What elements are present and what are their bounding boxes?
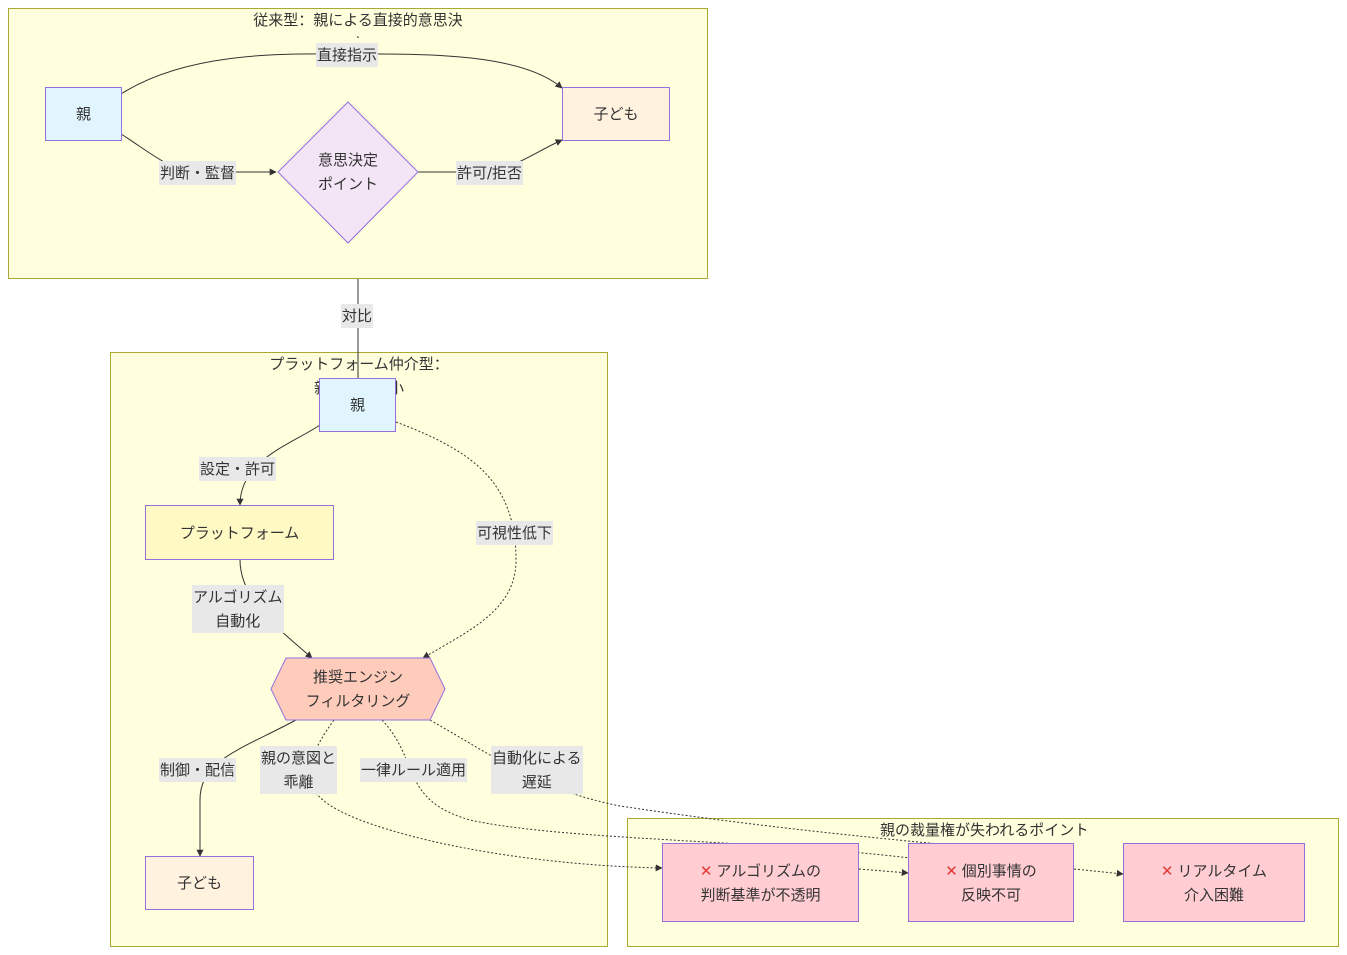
edge-label-gap-line2: 乖離 (283, 773, 314, 791)
loss-point-individual-line2: 反映不可 (960, 885, 1021, 904)
platform-child-node: 子ども (145, 856, 254, 910)
engine-line1: 推奨エンジン (312, 668, 403, 686)
edge-uniform (381, 719, 911, 859)
platform-parent-node: 親 (319, 378, 396, 432)
edge-label-algo: アルゴリズム 自動化 (192, 585, 284, 633)
edge-label-direct: 直接指示 (316, 43, 379, 67)
engine-hexagon (270, 657, 446, 721)
decision-diamond (277, 101, 419, 244)
edge-label-algo-line2: 自動化 (215, 612, 261, 630)
loss-point-opaque-line2: 判断基準が不透明 (700, 885, 821, 904)
recommendation-engine-node: 推奨エンジン フィルタリング (286, 662, 430, 716)
loss-point-opaque-line1: ✕アルゴリズムの (699, 861, 822, 880)
decision-line2: ポイント (317, 175, 378, 193)
loss-point-realtime-line1: ✕リアルタイム (1160, 861, 1268, 880)
traditional-cluster-title: 従来型：親による直接的意思決定 (253, 11, 463, 38)
platform-cluster (110, 352, 608, 947)
edge-gap (309, 719, 663, 872)
decision-point-node: 意思決定 ポイント (288, 142, 408, 202)
loss-point-opaque: ✕アルゴリズムの 判断基準が不透明 (662, 843, 859, 922)
edge-visibility (395, 421, 517, 659)
cross-mark-icon: ✕ (945, 861, 958, 880)
edge-loss-2-3 (1073, 868, 1124, 877)
platform-node: プラットフォーム (145, 505, 334, 560)
edge-label-delay-line1: 自動化による (492, 749, 582, 767)
loss-point-realtime-line2: 介入困難 (1183, 885, 1244, 904)
loss-point-realtime: ✕リアルタイム 介入困難 (1123, 843, 1305, 922)
platform-cluster-title-line1: プラットフォーム仲介型： (269, 355, 449, 373)
decision-line1: 意思決定 (317, 151, 378, 169)
edge-loss-1-2 (858, 868, 909, 876)
loss-points-cluster-title: 親の裁量権が失われるポイント (880, 821, 1086, 839)
edge-label-allow: 許可/拒否 (456, 161, 524, 185)
loss-point-individual-line1: ✕個別事情の (945, 861, 1037, 880)
edge-delay (429, 719, 1001, 851)
edge-label-gap: 親の意図と 乖離 (260, 746, 338, 794)
traditional-child-node: 子ども (562, 87, 670, 141)
edge-label-setting: 設定・許可 (199, 457, 277, 481)
edge-label-visibility: 可視性低下 (476, 521, 554, 545)
edge-label-delay-line2: 遅延 (521, 773, 552, 791)
edge-label-uniform: 一律ルール適用 (360, 758, 468, 782)
loss-point-individual: ✕個別事情の 反映不可 (908, 843, 1074, 922)
edge-setting (236, 424, 321, 506)
edge-label-delay: 自動化による 遅延 (491, 746, 583, 794)
edge-label-contrast: 対比 (341, 304, 374, 328)
edge-label-control: 制御・配信 (159, 758, 237, 782)
engine-line2: フィルタリング (305, 692, 411, 710)
cross-mark-icon: ✕ (699, 861, 713, 880)
edge-label-gap-line1: 親の意図と (261, 749, 337, 767)
cross-mark-icon: ✕ (1160, 861, 1174, 880)
traditional-parent-node: 親 (45, 87, 122, 141)
edge-label-judge: 判断・監督 (159, 161, 237, 185)
edge-label-algo-line1: アルゴリズム (193, 588, 283, 606)
